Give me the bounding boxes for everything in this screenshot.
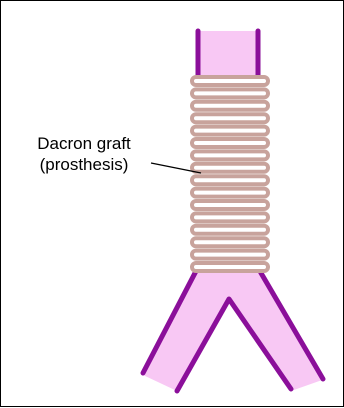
graft-ring <box>192 176 268 184</box>
graft-ring <box>192 213 268 221</box>
graft-ring <box>192 77 268 85</box>
graft-ring <box>192 263 268 271</box>
graft-ring <box>192 238 268 246</box>
graft-label: Dacron graft (prosthesis) <box>19 133 149 175</box>
graft-ring <box>192 201 268 209</box>
graft-ring <box>192 127 268 135</box>
graft-ring <box>192 89 268 97</box>
graft-ring <box>192 189 268 197</box>
graft-label-line-1: Dacron graft <box>19 133 149 154</box>
graft-label-line-2: (prosthesis) <box>19 154 149 175</box>
graft-ring <box>192 251 268 259</box>
graft-ring <box>192 102 268 110</box>
graft-ring <box>192 226 268 234</box>
graft-ring <box>192 139 268 147</box>
graft-ring <box>192 164 268 172</box>
graft-ring <box>192 151 268 159</box>
graft-ring <box>192 114 268 122</box>
